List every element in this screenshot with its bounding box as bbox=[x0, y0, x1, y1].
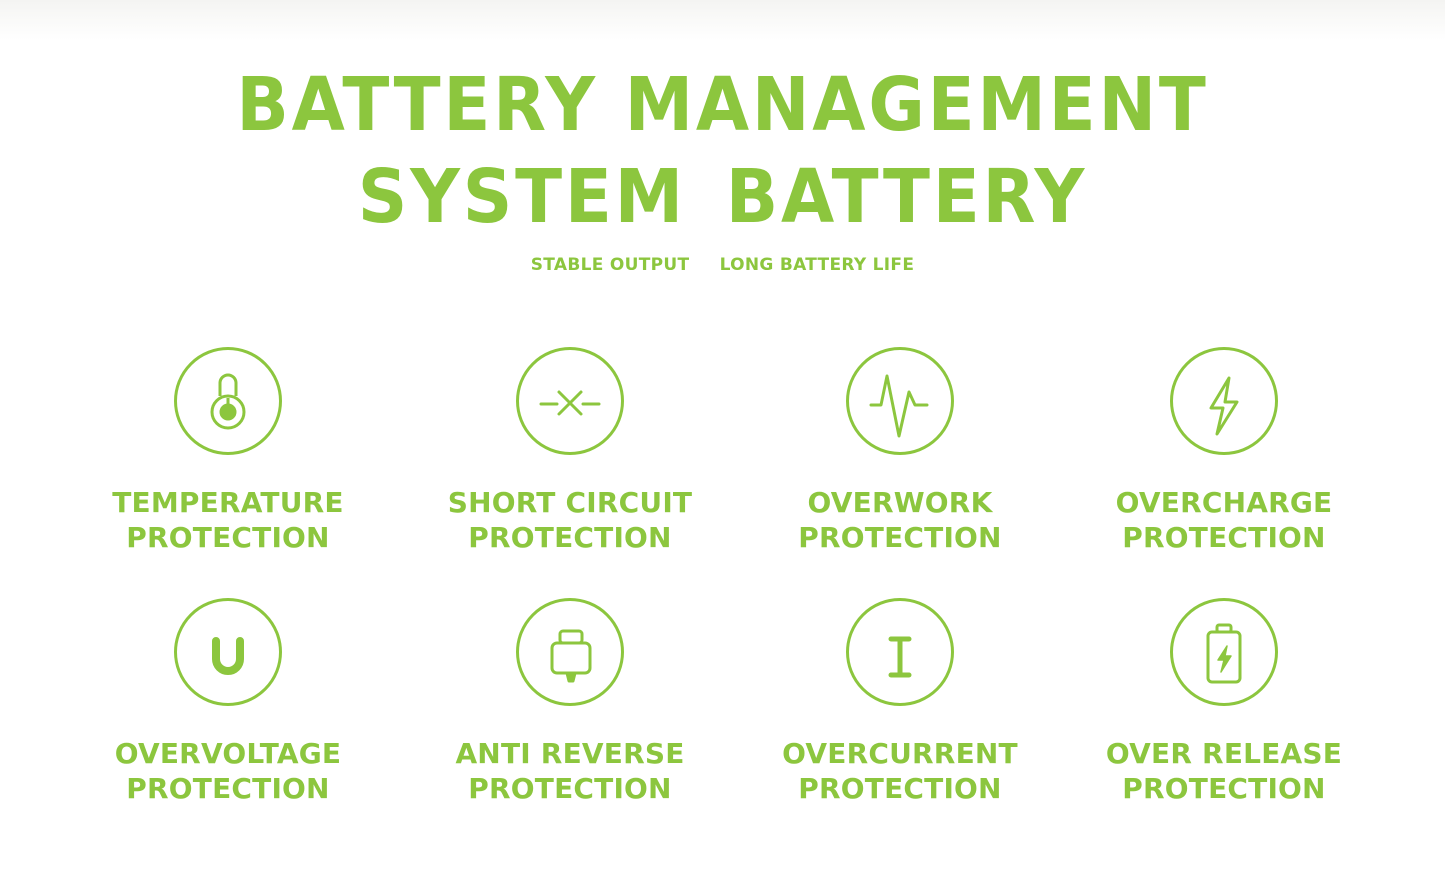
subtitle: STABLE OUTPUT LONG BATTERY LIFE bbox=[0, 255, 1445, 275]
subtitle-long-battery-life: LONG BATTERY LIFE bbox=[719, 255, 915, 275]
feature-label: OVER RELEASE PROTECTION bbox=[1105, 737, 1343, 805]
feature-label: TEMPERATURE PROTECTION bbox=[112, 486, 344, 554]
feature-temperature-protection: TEMPERATURE PROTECTION bbox=[68, 347, 388, 555]
feature-short-circuit-protection: SHORT CIRCUIT PROTECTION bbox=[410, 347, 730, 555]
feature-overwork-protection: OVERWORK PROTECTION bbox=[740, 347, 1060, 555]
voltage-u-icon bbox=[174, 598, 282, 706]
feature-label: OVERVOLTAGE PROTECTION bbox=[114, 737, 342, 805]
feature-label: SHORT CIRCUIT PROTECTION bbox=[447, 486, 693, 554]
pulse-icon bbox=[846, 347, 954, 455]
thermometer-icon bbox=[174, 347, 282, 455]
page-title-line1: BATTERY MANAGEMENT bbox=[236, 62, 1209, 148]
lightning-bolt-icon bbox=[1170, 347, 1278, 455]
feature-label: OVERWORK PROTECTION bbox=[798, 486, 1002, 554]
subtitle-stable-output: STABLE OUTPUT bbox=[530, 255, 690, 275]
short-circuit-icon bbox=[516, 347, 624, 455]
current-i-icon bbox=[846, 598, 954, 706]
feature-anti-reverse-protection: ANTI REVERSE PROTECTION bbox=[410, 598, 730, 806]
feature-label: OVERCHARGE PROTECTION bbox=[1115, 486, 1333, 554]
feature-overvoltage-protection: OVERVOLTAGE PROTECTION bbox=[68, 598, 388, 806]
page-title-line2: SYSTEM BATTERY bbox=[357, 154, 1088, 240]
feature-overcurrent-protection: OVERCURRENT PROTECTION bbox=[740, 598, 1060, 806]
battery-charge-icon bbox=[1170, 598, 1278, 706]
top-fade bbox=[0, 0, 1445, 40]
feature-label: OVERCURRENT PROTECTION bbox=[782, 737, 1018, 805]
feature-overcharge-protection: OVERCHARGE PROTECTION bbox=[1064, 347, 1384, 555]
plug-icon bbox=[516, 598, 624, 706]
feature-label: ANTI REVERSE PROTECTION bbox=[455, 737, 685, 805]
feature-over-release-protection: OVER RELEASE PROTECTION bbox=[1064, 598, 1384, 806]
